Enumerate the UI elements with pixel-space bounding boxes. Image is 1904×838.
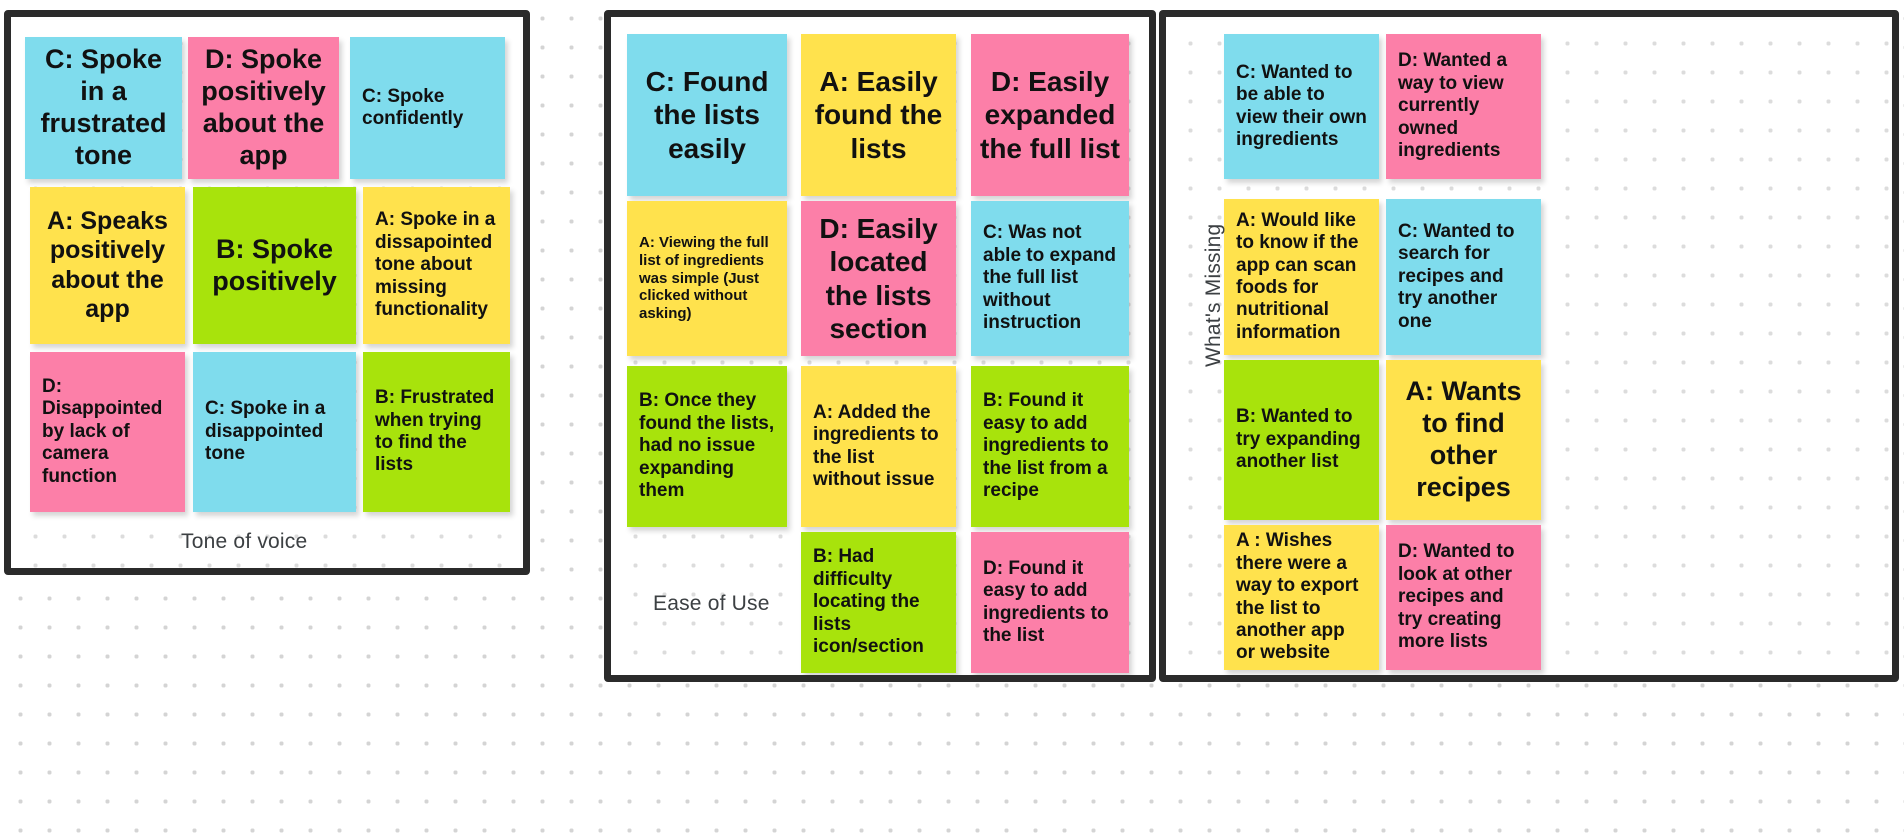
sticky-note[interactable]: D: Disappointed by lack of camera functi… — [30, 352, 185, 512]
sticky-note[interactable]: C: Spoke in a frustrated tone — [25, 37, 182, 179]
sticky-note[interactable]: C: Wanted to search for recipes and try … — [1386, 199, 1541, 355]
frame-label-whats-missing: What's Missing — [1202, 223, 1225, 367]
sticky-note-text: D: Disappointed by lack of camera functi… — [42, 375, 163, 487]
sticky-note-text: D: Spoke positively about the app — [201, 44, 326, 170]
sticky-note-text: A : Wishes there were a way to export th… — [1236, 530, 1359, 664]
sticky-note[interactable]: A: Easily found the lists — [801, 34, 956, 196]
sticky-note-text: C: Spoke in a disappointed tone — [205, 398, 326, 465]
sticky-note-text: C: Wanted to search for recipes and try … — [1398, 220, 1515, 332]
sticky-note-text: D: Wanted a way to view currently owned … — [1398, 50, 1508, 162]
sticky-note-text: A: Viewing the full list of ingredients … — [639, 234, 769, 323]
sticky-note-text: B: Once they found the lists, had no iss… — [639, 390, 775, 502]
sticky-note[interactable]: B: Had difficulty locating the lists ico… — [801, 532, 956, 673]
frame-label-tone-of-voice: Tone of voice — [181, 530, 308, 553]
sticky-note-text: B: Found it easy to add ingredients to t… — [983, 390, 1109, 502]
sticky-note[interactable]: D: Found it easy to add ingredients to t… — [971, 532, 1129, 673]
sticky-note[interactable]: B: Spoke positively — [193, 187, 356, 344]
sticky-note-text: B: Frustrated when trying to find the li… — [375, 387, 495, 476]
sticky-note[interactable]: B: Wanted to try expanding another list — [1224, 360, 1379, 520]
sticky-note[interactable]: C: Found the lists easily — [627, 34, 787, 196]
sticky-note-text: C: Wanted to be able to view their own i… — [1236, 61, 1367, 150]
frame-label-ease-of-use: Ease of Use — [653, 592, 770, 615]
sticky-note-text: A: Speaks positively about the app — [47, 206, 168, 324]
sticky-note[interactable]: D: Wanted a way to view currently owned … — [1386, 34, 1541, 179]
sticky-note[interactable]: C: Was not able to expand the full list … — [971, 201, 1129, 356]
sticky-note-text: D: Easily located the lists section — [819, 213, 938, 344]
sticky-note[interactable]: A: Speaks positively about the app — [30, 187, 185, 344]
sticky-note-text: D: Wanted to look at other recipes and t… — [1398, 541, 1515, 653]
sticky-note[interactable]: A: Viewing the full list of ingredients … — [627, 201, 787, 356]
frame-tone-of-voice-canvas: C: Spoke in a frustrated tone D: Spoke p… — [11, 17, 523, 568]
frame-whats-missing-canvas: C: Wanted to be able to view their own i… — [1166, 17, 1892, 675]
sticky-note-text: C: Was not able to expand the full list … — [983, 222, 1117, 334]
sticky-note-text: C: Spoke in a frustrated tone — [40, 44, 167, 170]
sticky-note-text: B: Had difficulty locating the lists ico… — [813, 546, 924, 658]
sticky-note-text: D: Easily expanded the full list — [980, 66, 1120, 164]
sticky-note-text: A: Easily found the lists — [814, 66, 943, 164]
sticky-note-text: C: Found the lists easily — [645, 66, 769, 164]
sticky-note[interactable]: D: Wanted to look at other recipes and t… — [1386, 525, 1541, 670]
sticky-note[interactable]: D: Spoke positively about the app — [188, 37, 339, 179]
sticky-note[interactable]: A : Wishes there were a way to export th… — [1224, 525, 1379, 670]
sticky-note[interactable]: A: Added the ingredients to the list wit… — [801, 366, 956, 527]
sticky-note[interactable]: B: Found it easy to add ingredients to t… — [971, 366, 1129, 527]
sticky-note-text: B: Wanted to try expanding another list — [1236, 406, 1361, 473]
sticky-note-text: B: Spoke positively — [212, 233, 337, 296]
sticky-note[interactable]: D: Easily expanded the full list — [971, 34, 1129, 196]
sticky-note[interactable]: D: Easily located the lists section — [801, 201, 956, 356]
frame-whats-missing[interactable]: C: Wanted to be able to view their own i… — [1159, 10, 1899, 682]
sticky-note[interactable]: C: Wanted to be able to view their own i… — [1224, 34, 1379, 179]
sticky-note-text: A: Spoke in a dissapointed tone about mi… — [375, 209, 496, 321]
sticky-note[interactable]: C: Spoke confidently — [350, 37, 505, 179]
sticky-note-text: D: Found it easy to add ingredients to t… — [983, 557, 1109, 646]
sticky-note-text: A: Wants to find other recipes — [1405, 376, 1522, 502]
sticky-note-text: C: Spoke confidently — [362, 85, 464, 129]
frame-ease-of-use[interactable]: C: Found the lists easily A: Easily foun… — [604, 10, 1156, 682]
sticky-note-text: A: Would like to know if the app can sca… — [1236, 209, 1359, 343]
frame-tone-of-voice[interactable]: C: Spoke in a frustrated tone D: Spoke p… — [4, 10, 530, 575]
frame-ease-of-use-canvas: C: Found the lists easily A: Easily foun… — [611, 17, 1149, 675]
sticky-note[interactable]: B: Frustrated when trying to find the li… — [363, 352, 510, 512]
sticky-note[interactable]: A: Spoke in a dissapointed tone about mi… — [363, 187, 510, 344]
sticky-note[interactable]: A: Wants to find other recipes — [1386, 360, 1541, 520]
sticky-note[interactable]: B: Once they found the lists, had no iss… — [627, 366, 787, 527]
sticky-note[interactable]: A: Would like to know if the app can sca… — [1224, 199, 1379, 355]
sticky-note[interactable]: C: Spoke in a disappointed tone — [193, 352, 356, 512]
sticky-note-text: A: Added the ingredients to the list wit… — [813, 401, 939, 490]
